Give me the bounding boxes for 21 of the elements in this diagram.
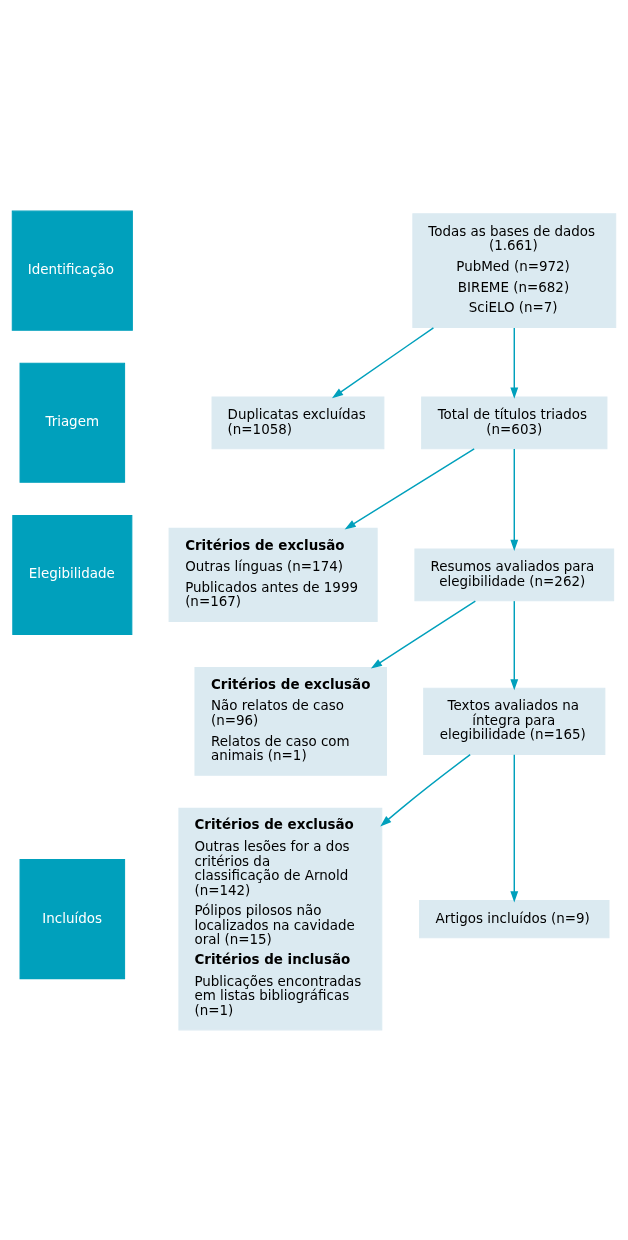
node-box: Critérios de exclusão Não relatos de caso (n=96) Relatos de caso com animais (n=1) bbox=[194, 666, 387, 776]
node-box: Critérios de exclusão Outras línguas (n=174) Publicados antes de 1999 (n=167) bbox=[168, 527, 378, 622]
node-box: Critérios de exclusão Outras lesões for a dos critérios da classificação de Arnold (n=142) Pólipos pilosos não localizados na cavidade oral (n=15) Critérios de inclusão Publicações encontradas em listas bibliográficas (n=1) bbox=[178, 807, 383, 1030]
arrow bbox=[510, 326, 519, 399]
node-box: Elegibilidade bbox=[12, 514, 133, 635]
node-box: Total de títulos triados (n=603) bbox=[421, 395, 608, 449]
node-box: Identificação bbox=[11, 210, 133, 331]
arrow bbox=[510, 447, 519, 551]
node-box: Duplicatas excluídas (n=1058) bbox=[211, 395, 385, 449]
arrow bbox=[331, 326, 435, 398]
arrow bbox=[370, 599, 477, 669]
arrow bbox=[510, 599, 519, 690]
node-box: Incluídos bbox=[19, 858, 126, 979]
arrow bbox=[344, 447, 475, 529]
node-box: Todas as bases de dados (1.661) PubMed (n=972) BIREME (n=682) SciELO (n=7) bbox=[412, 212, 617, 328]
node-box: Textos avaliados na íntegra para elegibilidade (n=165) bbox=[423, 687, 606, 755]
arrow bbox=[510, 753, 519, 903]
node-box: Triagem bbox=[19, 362, 126, 483]
arrow bbox=[380, 753, 471, 826]
node-box: Resumos avaliados para elegibilidade (n=262) bbox=[414, 548, 615, 601]
node-box: Artigos incluídos (n=9) bbox=[419, 899, 610, 938]
